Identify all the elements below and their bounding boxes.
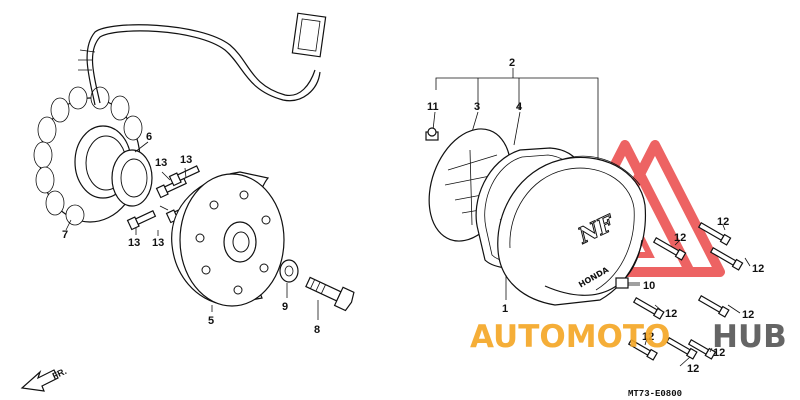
watermark: AUTOMOTO HUB	[470, 319, 787, 355]
callout-13-d: 13	[152, 237, 164, 249]
leader-lines	[65, 141, 751, 367]
callout-12-e: 12	[665, 308, 677, 320]
callout-12-g: 12	[687, 363, 699, 375]
callout-1: 1	[502, 303, 508, 315]
callout-12-f: 12	[642, 331, 654, 343]
stator-bolts	[126, 165, 201, 231]
cover-bolts	[627, 222, 744, 361]
callout-11: 11	[427, 101, 439, 113]
callout-9: 9	[282, 301, 288, 313]
callout-4: 4	[516, 101, 523, 113]
callout-12-c: 12	[752, 263, 764, 275]
watermark-word-automoto: AUTOMOTO	[470, 319, 670, 355]
callout-7: 7	[62, 229, 68, 241]
flywheel-bolt-part	[305, 276, 355, 312]
drawing-code: MT73-E0800	[628, 389, 682, 399]
callout-12-b: 12	[717, 216, 729, 228]
callout-12-d: 12	[742, 309, 754, 321]
grommet-part	[111, 149, 153, 207]
callout-12-a: 12	[674, 232, 686, 244]
cap-nut-part	[425, 111, 439, 141]
watermark-word-hub: HUB	[712, 319, 787, 355]
callout-6: 6	[146, 131, 152, 143]
callout-12-h: 12	[713, 347, 725, 359]
front-direction-label: FR.	[51, 366, 68, 381]
callout-5: 5	[208, 315, 214, 327]
callout-8: 8	[314, 324, 320, 336]
generator-cover-part: NF HONDA	[497, 155, 647, 306]
front-direction-arrow: FR.	[20, 366, 68, 392]
sealing-plug-part	[615, 277, 640, 289]
callout-13-b: 13	[180, 154, 192, 166]
callout-10: 10	[643, 280, 655, 292]
callout-3: 3	[474, 101, 480, 113]
callout-labels: 7 6 13 13 13 13 5 9 8 2 11 3 4 1 10 12 1…	[62, 57, 764, 375]
stator-part	[33, 12, 327, 226]
callout-2: 2	[509, 57, 515, 69]
flywheel-part	[171, 171, 285, 307]
cover-assembly-bracket	[435, 68, 599, 190]
callout-13-a: 13	[155, 157, 167, 169]
callout-13-c: 13	[128, 237, 140, 249]
